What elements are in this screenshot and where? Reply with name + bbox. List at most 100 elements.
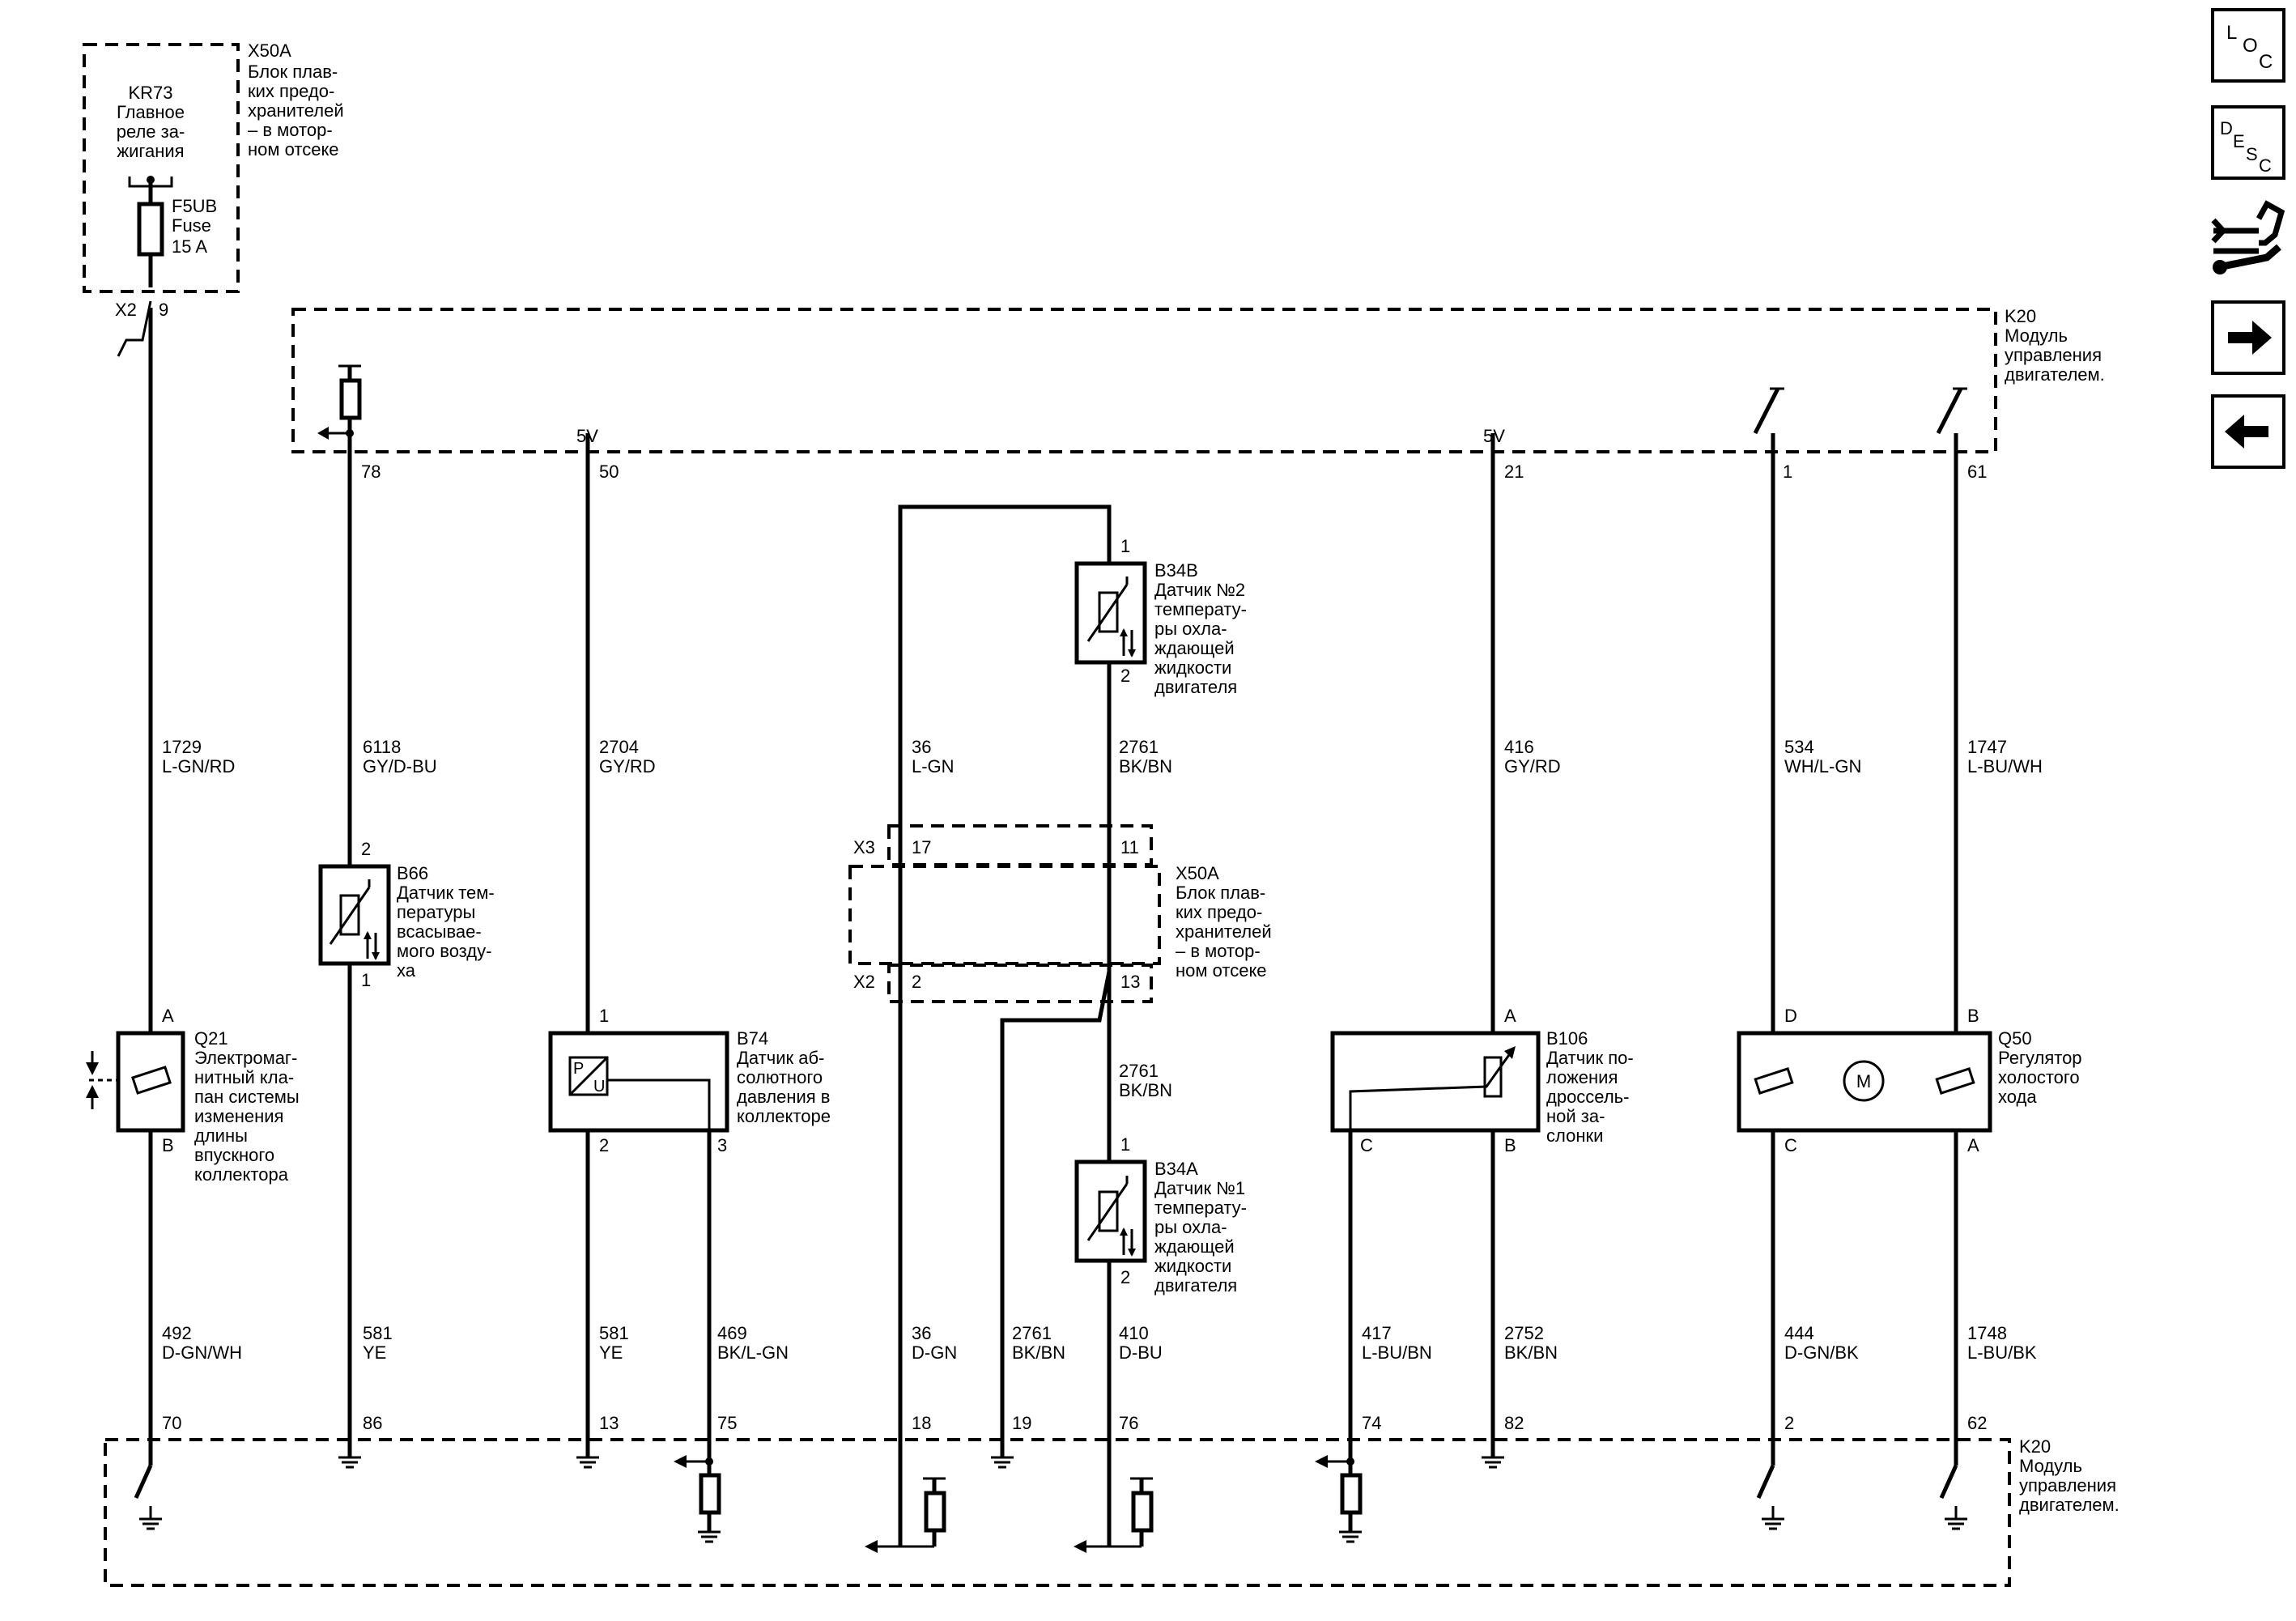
k20-bottom-pin-19: 19 xyxy=(1012,1413,1031,1433)
nav-prev-button[interactable] xyxy=(2211,394,2285,469)
q50-desc-2: хода xyxy=(1998,1087,2037,1107)
b66-intake-air-temp-sensor: 2 1 B66 Датчик тем- пературы всасывае- м… xyxy=(318,839,495,990)
wire-2761-mid-num: 2761 xyxy=(1119,1061,1159,1081)
x50a-top-connector-x2: X2 xyxy=(115,300,137,320)
k20-top-resistor xyxy=(339,378,362,420)
wire-2704-color: GY/RD xyxy=(599,756,656,776)
b74-pin-2: 2 xyxy=(599,1135,609,1155)
b74-desc-3: коллекторе xyxy=(737,1106,831,1126)
k20-top-pin-61: 61 xyxy=(1967,462,1987,482)
nav-desc-button[interactable]: D E S C xyxy=(2211,105,2285,180)
q21-desc-4: длины xyxy=(194,1125,248,1146)
wire-581a-num: 581 xyxy=(363,1323,393,1343)
ground-symbol-62 xyxy=(1945,1506,1967,1530)
x50a-top-fuse-block: X50A Блок плав- ких предо- хранителей – … xyxy=(83,40,344,357)
k20-bottom-resistor-75 xyxy=(699,1473,721,1515)
nav-loc-button[interactable]: L O C xyxy=(2211,8,2285,83)
nav-desc-letter-e: E xyxy=(2233,131,2245,151)
x50a-top-desc-3: – в мотор- xyxy=(248,120,333,140)
x50a-top-pin-9: 9 xyxy=(159,300,168,320)
q21-desc-1: нитный кла- xyxy=(194,1067,294,1087)
k20-bottom-pin-2: 2 xyxy=(1784,1413,1794,1433)
wire-469-num: 469 xyxy=(717,1323,747,1343)
k20-top-desc-1: управления xyxy=(2005,345,2102,365)
wire-534-num: 534 xyxy=(1784,737,1814,757)
b34b-desc-2: ры охла- xyxy=(1154,619,1227,639)
b106-desc-0: Датчик по- xyxy=(1546,1048,1634,1068)
b66-desc-3: мого возду- xyxy=(397,941,491,961)
b106-sensor-box xyxy=(1330,1031,1541,1133)
wire-2761-color: BK/BN xyxy=(1119,756,1172,776)
b34b-desc-1: температу- xyxy=(1154,599,1247,619)
k20-top-pin-78: 78 xyxy=(361,462,381,482)
arrow-left-icon xyxy=(2225,415,2268,449)
wire-469-color: BK/L-GN xyxy=(717,1342,789,1363)
b66-desc-2: всасывае- xyxy=(397,921,482,942)
x50a-mid-pin-11: 11 xyxy=(1120,837,1139,857)
b66-pin-top: 2 xyxy=(361,839,371,859)
b106-desc-3: ной за- xyxy=(1546,1106,1605,1126)
nav-diagnostic-button[interactable] xyxy=(2211,200,2285,274)
wire-labels-lower: 492 D-GN/WH 581 YE 581 YE 469 BK/L-GN 36… xyxy=(162,1323,2037,1363)
wire-416-color: GY/RD xyxy=(1504,756,1561,776)
k20-top-dashed-outline xyxy=(291,308,1997,453)
wire-2761-lower-num: 2761 xyxy=(1012,1323,1052,1343)
q21-pin-top: A xyxy=(162,1006,174,1026)
x50a-top-desc-1: ких предо- xyxy=(248,81,334,101)
k20-bottom-pin-18: 18 xyxy=(912,1413,931,1433)
k20-bottom-resistor-76 xyxy=(1131,1491,1154,1533)
nav-loc-letter-l: L xyxy=(2226,22,2237,44)
b34b-sensor-box xyxy=(1074,561,1147,665)
wire-36-lower-color: D-GN xyxy=(912,1342,957,1363)
k20-bottom-pin-82: 82 xyxy=(1504,1413,1524,1433)
x50a-mid-desc-1: ких предо- xyxy=(1176,902,1262,922)
nav-desc-frame[interactable] xyxy=(2211,105,2285,180)
k20-top-switch-61 xyxy=(1936,387,1963,435)
b106-pin-a: A xyxy=(1504,1006,1516,1026)
arrow-right-icon xyxy=(2228,321,2272,355)
q50-coil-right xyxy=(1935,1067,1975,1095)
wire-581b-color: YE xyxy=(599,1342,623,1363)
b34b-coolant-sensor-2: 1 2 B34B Датчик №2 температу- ры охла- ж… xyxy=(1074,536,1247,697)
wire-416-num: 416 xyxy=(1504,737,1534,757)
q50-pin-d: D xyxy=(1784,1006,1797,1026)
wire-410-color: D-BU xyxy=(1119,1342,1163,1363)
b34a-desc-1: температу- xyxy=(1154,1198,1247,1218)
b34b-desc-5: двигателя xyxy=(1154,677,1237,697)
b34a-desc-4: жидкости xyxy=(1154,1256,1231,1276)
b34b-desc-4: жидкости xyxy=(1154,657,1231,678)
wire-581a-color: YE xyxy=(363,1342,386,1363)
b34b-pin-top: 1 xyxy=(1120,536,1130,556)
b34b-desc-3: ждающей xyxy=(1154,638,1235,658)
x50a-mid-desc-3: – в мотор- xyxy=(1176,941,1261,961)
wire-1748-num: 1748 xyxy=(1967,1323,2007,1343)
b66-id: B66 xyxy=(397,863,428,883)
wire-492-num: 492 xyxy=(162,1323,192,1343)
b74-desc-2: давления в xyxy=(737,1087,830,1107)
q50-pin-a: A xyxy=(1967,1135,1979,1155)
diagnostic-connector-icon[interactable] xyxy=(2211,200,2285,274)
k20-top-id: K20 xyxy=(2005,306,2036,326)
k20-bottom-input-75 xyxy=(674,1455,721,1543)
wire-444-color: D-GN/BK xyxy=(1784,1342,1859,1363)
wire-410-num: 410 xyxy=(1119,1323,1149,1343)
q50-desc-0: Регулятор xyxy=(1998,1048,2082,1068)
b74-id: B74 xyxy=(737,1028,768,1049)
q21-intake-manifold-valve: A B Q21 Электромаг- нитный кла- пан сист… xyxy=(86,1006,300,1185)
k20-bottom-switch-2 xyxy=(1756,1464,1775,1500)
b106-desc-2: дроссель- xyxy=(1546,1087,1629,1107)
wire-1747-num: 1747 xyxy=(1967,737,2007,757)
b106-throttle-position-sensor: A C B B106 Датчик по- ложения дроссель- … xyxy=(1330,1006,1634,1155)
nav-loc-frame[interactable] xyxy=(2211,8,2285,83)
nav-next-button[interactable] xyxy=(2211,300,2285,375)
wire-2752-color: BK/BN xyxy=(1504,1342,1558,1363)
k20-top-module: K20 Модуль управления двигателем. 5V 5V … xyxy=(291,306,2105,482)
k20-bottom-id: K20 xyxy=(2019,1436,2051,1457)
x50a-mid-pin-2: 2 xyxy=(912,972,921,992)
wire-534-color: WH/L-GN xyxy=(1784,756,1861,776)
q21-desc-6: коллектора xyxy=(194,1164,289,1185)
x50a-top-desc-0: Блок плав- xyxy=(248,62,338,82)
b74-desc-0: Датчик аб- xyxy=(737,1048,824,1068)
q50-coil-left xyxy=(1754,1067,1794,1095)
